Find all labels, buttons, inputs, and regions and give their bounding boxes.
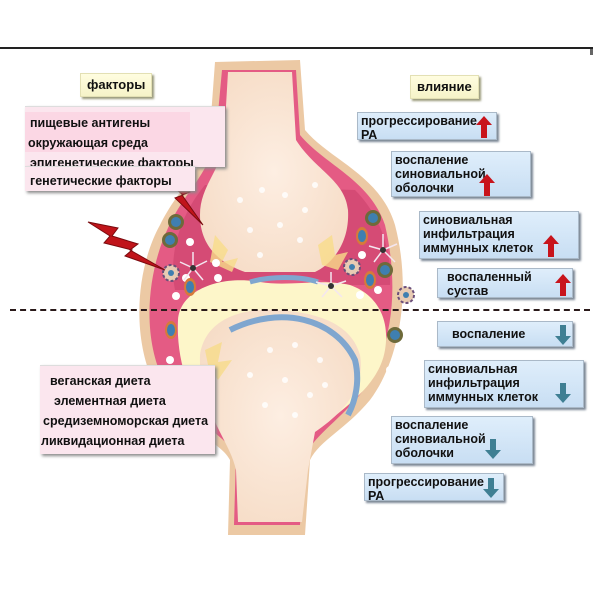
effect-box-down: прогрессирование РА (364, 473, 504, 503)
risk-factors-box: пищевые антигены окружающая среда эпиген… (25, 106, 225, 170)
upper-cartilage-line (249, 275, 319, 285)
divider-dashed-line (10, 309, 590, 311)
top-divider (0, 47, 593, 49)
diet-item: ликвидационная диета (41, 434, 185, 448)
upper-bone (200, 72, 349, 272)
risk-factor-item: пищевые антигены (30, 116, 151, 130)
effect-box-up: воспаление синовиальной оболочки (391, 151, 531, 197)
arrow-down-icon (485, 439, 501, 459)
diet-item: средиземноморская диета (43, 414, 209, 428)
bone-dots (237, 182, 328, 418)
effect-label: синовиальная инфильтрация иммунных клето… (428, 362, 538, 404)
arrow-up-icon (479, 174, 495, 196)
diet-item: элементная диета (54, 394, 166, 408)
effect-label: воспаление синовиальной оболочки (395, 153, 486, 195)
arrow-down-icon (483, 478, 499, 498)
diets-box: веганская диета элементная диета средизе… (40, 365, 215, 454)
influence-header: влияние (410, 75, 479, 99)
arrow-up-icon (555, 274, 571, 296)
effect-box-up: прогрессирование РА (357, 112, 497, 142)
risk-factor-item: генетические факторы (30, 174, 172, 188)
factors-header: факторы (80, 73, 153, 97)
immune-cells (162, 210, 415, 374)
arrow-down-icon (555, 325, 571, 345)
effect-label: прогрессирование РА (361, 114, 477, 142)
risk-factors-band (25, 112, 190, 152)
risk-factors-box-lower: генетические факторы (25, 166, 195, 191)
effect-box-down: воспаление (437, 321, 573, 347)
effect-box-up: воспаленный сустав (437, 268, 573, 298)
effect-label: воспаление синовиальной оболочки (395, 418, 486, 460)
effect-label: воспаление (452, 327, 526, 341)
lightning-bolt-lower-icon (87, 221, 166, 271)
effect-box-down: синовиальная инфильтрация иммунных клето… (424, 360, 584, 408)
effect-box-up: синовиальная инфильтрация иммунных клето… (419, 211, 579, 259)
diet-item: веганская диета (50, 374, 151, 388)
arrow-up-icon (476, 116, 492, 138)
risk-factor-item: окружающая среда (28, 136, 148, 150)
effect-label: воспаленный сустав (447, 270, 532, 298)
arrow-up-icon (543, 235, 559, 257)
arrow-down-icon (555, 383, 571, 403)
top-divider-end (590, 49, 593, 55)
effect-box-down: воспаление синовиальной оболочки (391, 416, 533, 464)
lower-cartilage-line (228, 314, 361, 417)
effect-label: прогрессирование РА (368, 475, 484, 503)
effect-label: синовиальная инфильтрация иммунных клето… (423, 213, 533, 255)
